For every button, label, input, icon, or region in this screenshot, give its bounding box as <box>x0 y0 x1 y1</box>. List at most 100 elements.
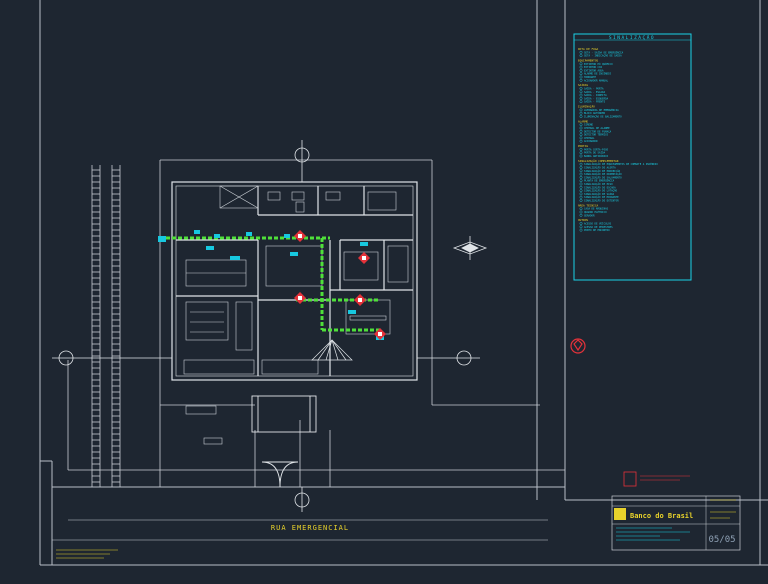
legend-symbol-icon <box>579 111 583 115</box>
legend-item: SETA - SAÍDA DE EMERGÊNCIA <box>584 49 624 54</box>
legend-symbol-icon <box>579 192 583 196</box>
legend-symbol-icon <box>579 90 583 94</box>
legend-item: SINALIZAÇÃO DE PISO <box>584 181 613 186</box>
legend-item: SAÍDA - ESCADA <box>584 89 606 94</box>
legend-item: CENTRAL DE ALARME <box>584 126 610 130</box>
legend-item: ACIONADOR <box>584 139 598 143</box>
entrance-gate <box>251 395 317 488</box>
legend-section-heading: PORTAS <box>578 144 588 148</box>
legend-section-heading: SINALIZAÇÃO COMPLEMENTAR <box>578 158 619 163</box>
legend-symbol-icon <box>579 225 583 229</box>
left-strip <box>91 165 121 487</box>
legend-symbol-icon <box>579 172 583 176</box>
legend-symbol-icon <box>579 50 583 54</box>
legend-item: SINALIZAÇÃO DE SALVAMENTO <box>584 174 622 179</box>
north-arrow <box>452 236 488 260</box>
legend-item: SINALIZAÇÃO DE LOTAÇÃO <box>584 188 618 193</box>
legend-symbol-icon <box>579 210 583 214</box>
legend-item: PONTO DE ENCONTRO <box>584 228 610 232</box>
legend-symbol-icon <box>579 93 583 97</box>
legend-symbol-icon <box>579 182 583 186</box>
legend-symbol-icon <box>579 199 583 202</box>
legend-section-heading: ÁREA TÉCNICA <box>578 202 599 207</box>
legend-symbol-icon <box>579 154 583 158</box>
hydrant-icon <box>570 338 586 354</box>
legend-item: SINALIZAÇÃO DE ESCADA <box>584 184 616 189</box>
legend-symbol-icon <box>579 185 583 189</box>
legend-item: BLOCO AUTÔNOMO <box>584 110 606 115</box>
legend-item: ILUMINAÇÃO DE BALIZAMENTO <box>584 114 622 119</box>
legend-item: HIDRANTE <box>584 75 597 79</box>
legend-item: CASA DE MÁQUINAS <box>584 206 609 211</box>
legend-item: SINALIZAÇÃO DE PROIBIÇÃO <box>584 168 621 173</box>
legend-item: ACESSO DE VEÍCULOS <box>584 221 612 226</box>
site-boundary <box>67 159 565 487</box>
legend-item: SINALIZAÇÃO DE SAÍDA <box>584 191 615 196</box>
interior-details <box>183 185 409 445</box>
legend-item: PLANTA DE EMERGÊNCIA <box>584 178 615 183</box>
legend-symbol-icon <box>579 69 583 72</box>
legend-symbol-icon <box>579 179 583 183</box>
legend-section-heading: ALARME <box>578 119 588 123</box>
legend-symbol-icon <box>579 100 583 104</box>
legend-section-heading: EQUIPAMENTOS <box>578 59 599 63</box>
legend-symbol-icon <box>579 115 583 118</box>
legend-item: ALARME DE INCÊNDIO <box>584 71 612 76</box>
legend-item: EXTINTOR PÓ QUÍMICO <box>584 61 613 66</box>
legend-item: EXTINTOR ÁGUA <box>584 67 604 72</box>
legend-item: DETECTOR TÉRMICO <box>584 132 609 137</box>
legend-symbol-icon <box>579 54 583 57</box>
legend-symbol-icon <box>579 166 583 169</box>
legend-item: SIRENE <box>584 123 594 127</box>
bank-name: Banco do Brasil <box>630 512 693 520</box>
legend-item: SINALIZAÇÃO DE ORIENTAÇÃO <box>584 171 622 176</box>
legend-section-heading: ILUMINAÇÃO <box>578 104 595 109</box>
stair-symbol <box>311 339 353 361</box>
legend-symbol-icon <box>579 222 583 225</box>
legend-section-heading: SAÍDAS <box>578 82 588 87</box>
legend-symbol-icon <box>579 162 583 166</box>
legend-item: CENTRAL <box>584 136 595 140</box>
extinguisher-symbols <box>294 230 386 340</box>
legend-item: GERADOR <box>584 213 595 217</box>
legend-section-heading: ROTA DE FUGA <box>578 47 599 51</box>
legend-item: SAÍDA - PORTA <box>584 86 604 91</box>
sheet-number: 05/05 <box>708 535 735 545</box>
legend-symbol-icon <box>579 151 583 155</box>
legend-item: ACESSO DE PEDESTRES <box>584 225 613 229</box>
legend-symbol-icon <box>579 75 583 79</box>
legend-item: PORTA CORTA-FOGO <box>584 147 609 151</box>
title-block: Banco do Brasil 05/05 <box>611 471 741 551</box>
legend-item: ACIONADOR MANUAL <box>584 78 609 82</box>
legend-item: PORTA DE SAÍDA <box>584 150 606 155</box>
street-label: RUA EMERGENCIAL <box>271 524 349 532</box>
legend-item: LUMINÁRIA DE EMERGÊNCIA <box>584 107 619 112</box>
legend-item: SAÍDA - FRENTE <box>584 99 606 104</box>
legend-item: BARRA ANTIPÂNICO <box>584 153 609 158</box>
legend-symbol-icon <box>579 72 583 76</box>
sheet-frame <box>39 0 768 566</box>
legend-symbol-icon <box>579 195 583 199</box>
legend-symbol-icon <box>579 97 583 100</box>
legend-symbol-icon <box>579 123 583 127</box>
notes <box>56 549 118 559</box>
legend-item: SAÍDA - ESQUERDA <box>584 95 609 100</box>
legend-symbol-icon <box>579 129 583 133</box>
legend-symbol-icon <box>579 108 583 112</box>
axis-markers <box>52 140 480 512</box>
legend-symbol-icon <box>579 175 583 179</box>
legend-item: SINALIZAÇÃO DE HIDRANTE <box>584 194 619 199</box>
legend-symbol-icon <box>579 126 583 130</box>
legend-title: SINALIZAÇÃO <box>609 34 655 41</box>
legend-symbol-icon <box>579 133 583 137</box>
dimension-lines <box>52 519 548 541</box>
legend-item: SETA - INDICAÇÃO DE SAÍDA <box>584 53 622 58</box>
legend-symbol-icon <box>579 169 583 173</box>
legend-symbol-icon <box>579 147 583 151</box>
building-outline <box>171 181 418 381</box>
legend-symbol-icon <box>579 189 583 193</box>
legend-symbol-icon <box>579 87 583 90</box>
legend-item: SINALIZAÇÃO DE ALERTA <box>584 165 616 170</box>
legend-item: QUADRO ELÉTRICO <box>584 209 607 214</box>
legend-item: SINALIZAÇÃO DE EXTINTOR <box>584 198 619 203</box>
